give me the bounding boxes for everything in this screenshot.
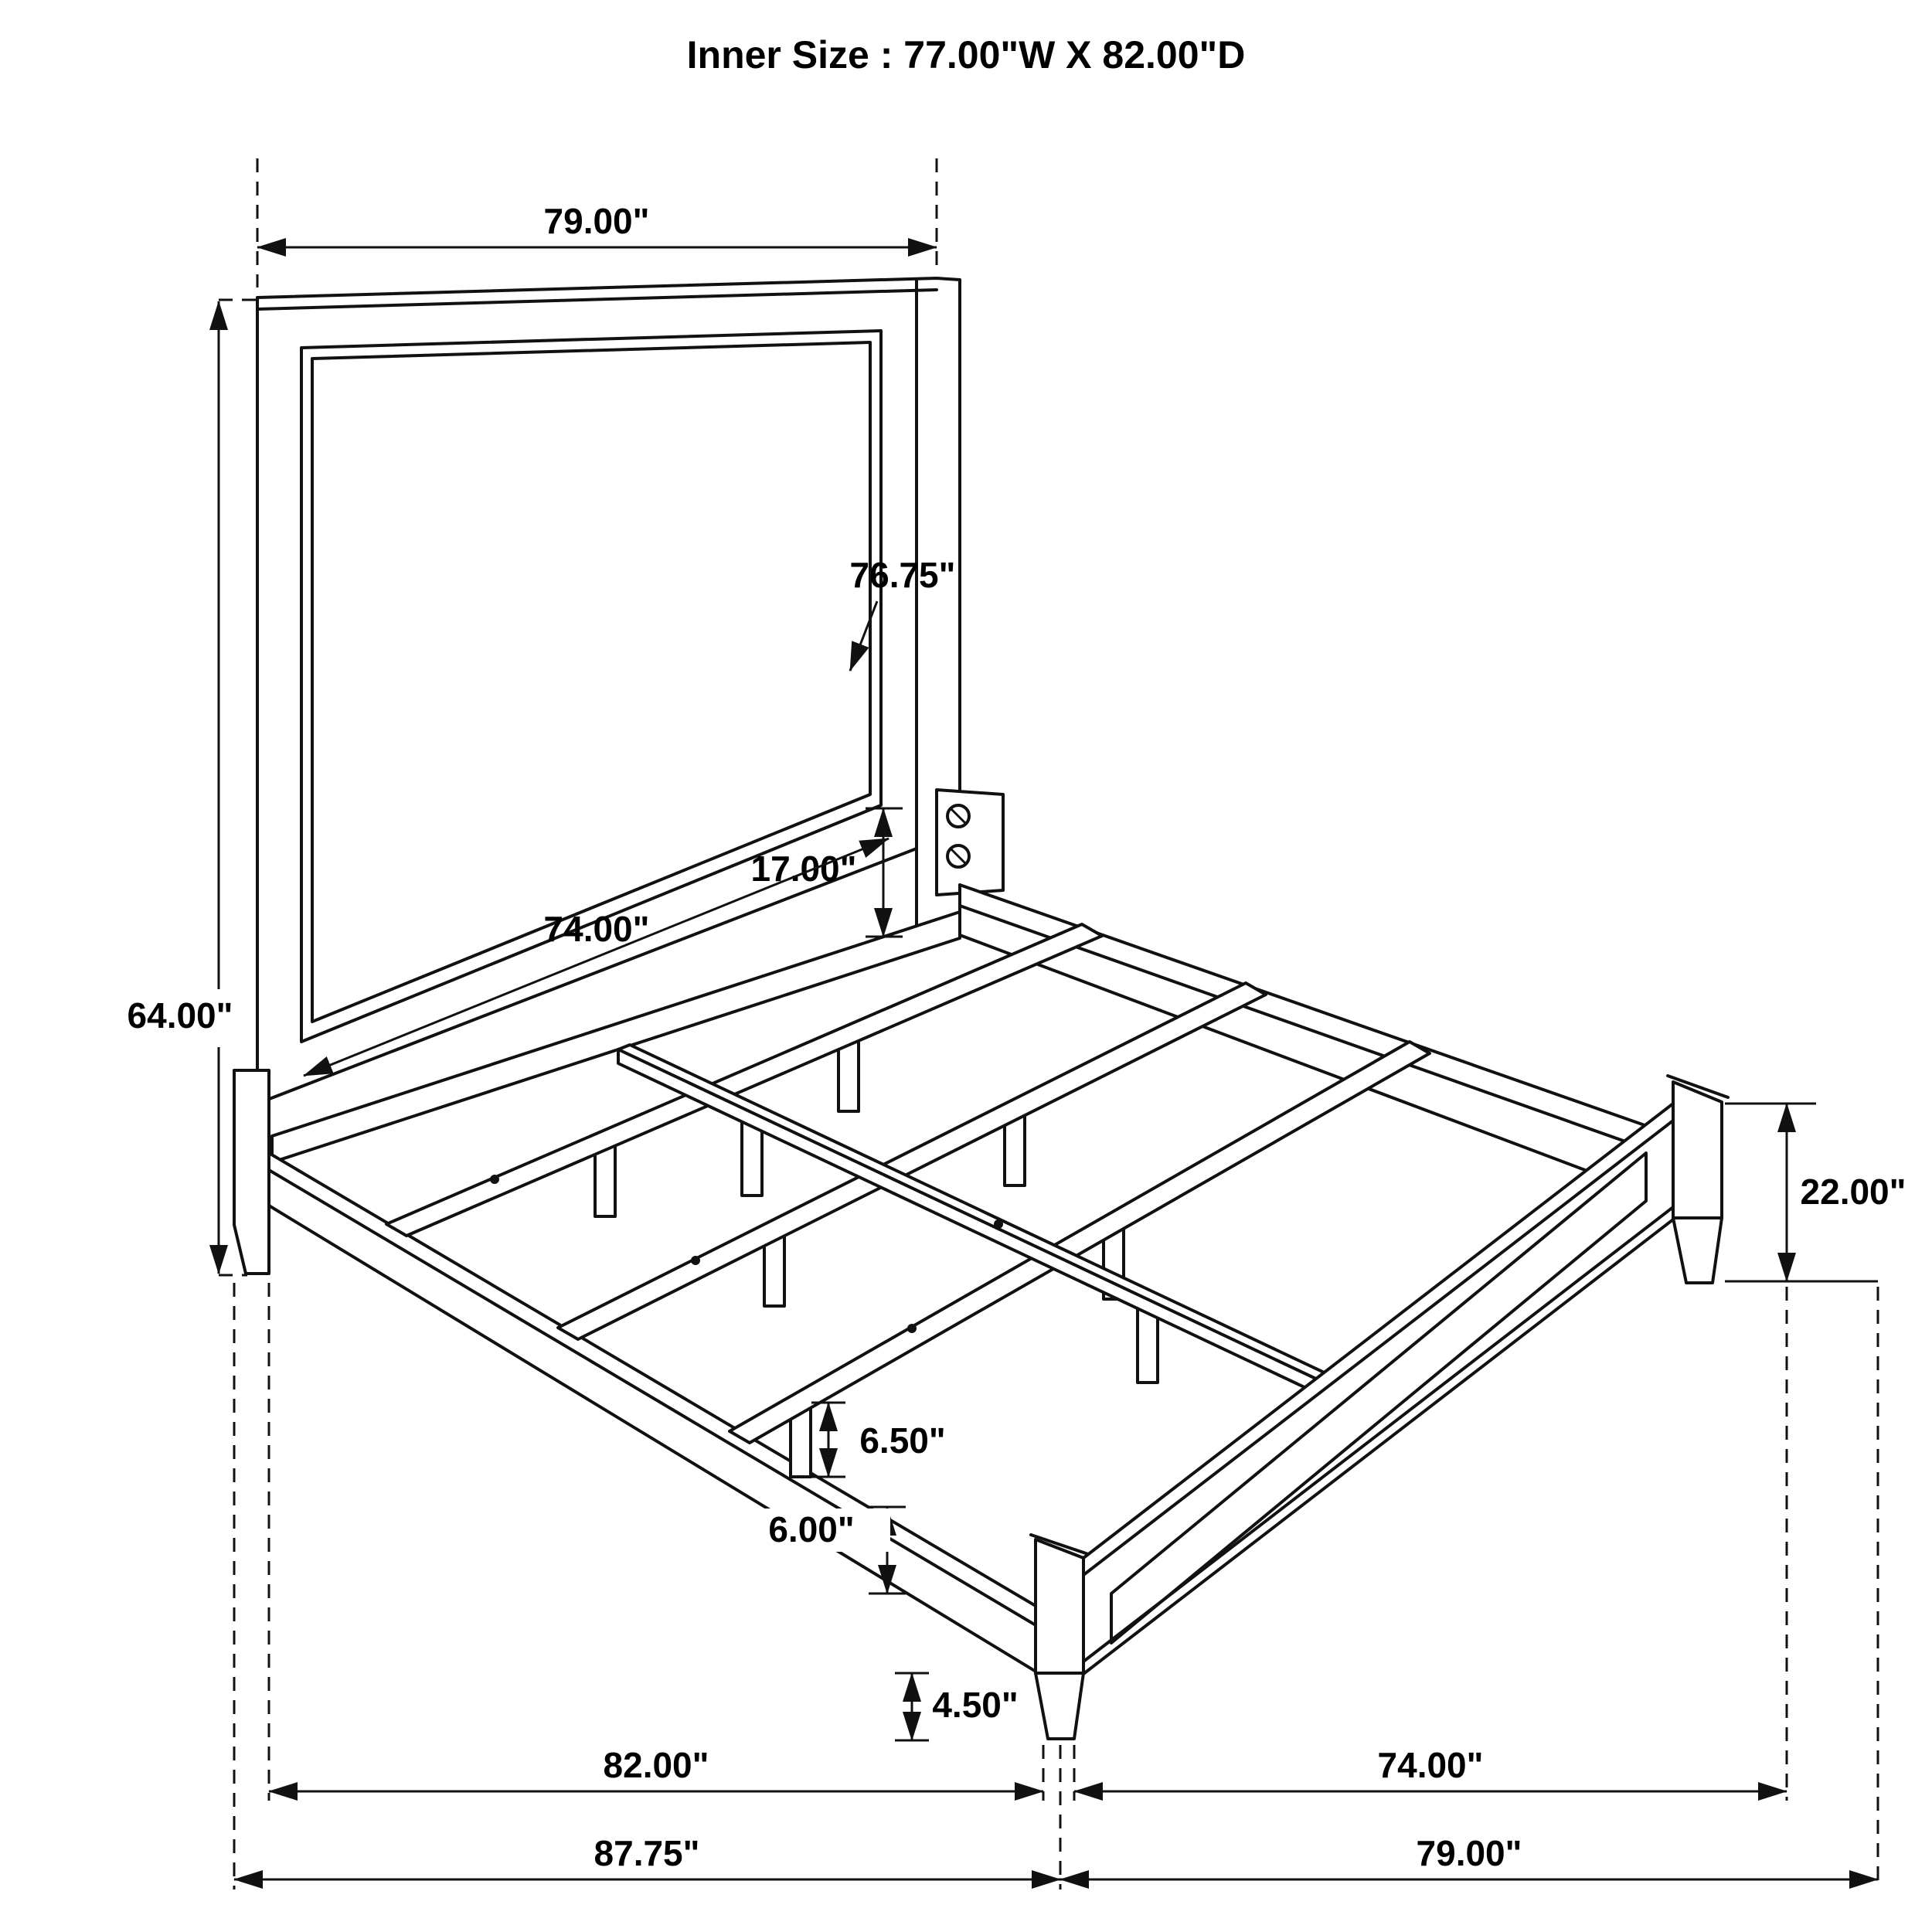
slat-screw-hole: [490, 1175, 499, 1184]
rail-left-face-line: [267, 1168, 1046, 1632]
rail-right-bottom-edge: [958, 934, 1677, 1206]
footboard-post-left-cap: [1029, 1533, 1090, 1556]
dimension-line: [303, 837, 889, 1077]
dim-headboard-width-label: 79.00": [544, 201, 650, 241]
dim-center-rail-length: 76.75": [849, 555, 956, 672]
rail-left-top-edge: [267, 1151, 1046, 1613]
footboard-panel-fill: [1083, 1104, 1673, 1674]
footboard: [1029, 1074, 1730, 1740]
dim-footboard-width: 79.00": [1060, 1833, 1879, 1889]
center-rail-leg: [1136, 1307, 1159, 1384]
rail-bracket: [935, 788, 1005, 896]
dim-headboard-height: 64.00": [128, 298, 257, 1277]
footboard-post-right-face: [1672, 1080, 1723, 1219]
leader-line: [849, 600, 879, 672]
dim-headboard-width: 79.00": [256, 158, 938, 287]
footboard-post-right-cap: [1666, 1074, 1730, 1099]
slat-screw-hole: [691, 1256, 700, 1265]
footboard-foot-right: [1672, 1216, 1723, 1284]
rail-right-fill: [960, 885, 1675, 1204]
dim-foot-height-label: 4.50": [932, 1685, 1018, 1725]
dim-footboard-height-label: 22.00": [1801, 1172, 1906, 1212]
dim-overall-depth-label: 87.75": [594, 1833, 700, 1873]
diagram-title: Inner Size : 77.00"W X 82.00"D: [687, 33, 1246, 77]
footboard-foot-left: [1034, 1672, 1085, 1740]
dim-rail-span-label: 82.00": [604, 1745, 709, 1785]
dim-center-rail-length-label: 76.75": [850, 555, 956, 595]
footboard-bottom-edge: [1082, 1218, 1675, 1675]
footboard-top-edge: [1082, 1102, 1675, 1560]
screw-slot: [950, 808, 967, 825]
slat-2: [556, 981, 1267, 1341]
dim-slat-leg-height-label: 6.50": [859, 1420, 945, 1461]
footboard-post-left: [1029, 1533, 1090, 1740]
headboard-panel-groove-outer: [300, 329, 883, 1043]
dim-headboard-inner-width: 74.00": [303, 837, 889, 1077]
slats: [385, 923, 1431, 1478]
dim-footboard-height: 22.00": [1725, 1102, 1906, 1283]
extension-lines-bottom: [233, 1283, 1879, 1889]
center-rail-screw-hole: [994, 1219, 1003, 1229]
dim-overall-depth: 87.75": [233, 1833, 1061, 1889]
rail-left-fill: [269, 1153, 1045, 1677]
headboard-panel-groove-inner: [311, 341, 872, 1023]
slat-3: [728, 1040, 1431, 1444]
rail-left-bottom-edge: [267, 1204, 1046, 1679]
dim-headboard-height-label: 64.00": [128, 995, 233, 1036]
dim-slat-leg-height: 6.50": [811, 1401, 946, 1478]
dim-rail-span: 82.00": [268, 1745, 1044, 1801]
footboard-panel-groove: [1110, 1151, 1648, 1645]
footboard-post-left-face: [1034, 1538, 1085, 1675]
dim-foot-height: 4.50": [895, 1672, 1019, 1742]
dim-rail-clearance: 6.00": [733, 1505, 906, 1595]
footboard-top-face-line: [1082, 1119, 1675, 1577]
rail-right-ledge: [958, 904, 1677, 1161]
footboard-post-right: [1666, 1074, 1730, 1284]
center-rail-front-face: [617, 1048, 1363, 1416]
footboard-bottom-rail-line: [1082, 1206, 1675, 1663]
label-backing: [733, 1509, 890, 1552]
side-rail-left: [267, 1151, 1046, 1679]
dim-headboard-inner-width-label: 74.00": [544, 909, 650, 949]
slat-screw-hole: [907, 1324, 917, 1333]
dim-footboard-inner-width: 74.00": [1073, 1745, 1787, 1801]
headboard-top-cap-line: [256, 288, 938, 311]
center-rail-leg: [740, 1120, 764, 1197]
dim-footboard-width-label: 79.00": [1417, 1833, 1522, 1873]
dim-rail-clearance-label: 6.00": [768, 1509, 854, 1549]
headboard-left-leg: [233, 1069, 270, 1275]
dim-footboard-inner-width-label: 74.00": [1378, 1745, 1484, 1785]
headboard-silhouette: [256, 277, 961, 1105]
center-rail: [617, 1043, 1375, 1416]
bracket-plate: [935, 788, 1005, 896]
dim-panel-to-rail-label: 17.00": [751, 849, 857, 889]
screw-slot: [950, 848, 967, 865]
